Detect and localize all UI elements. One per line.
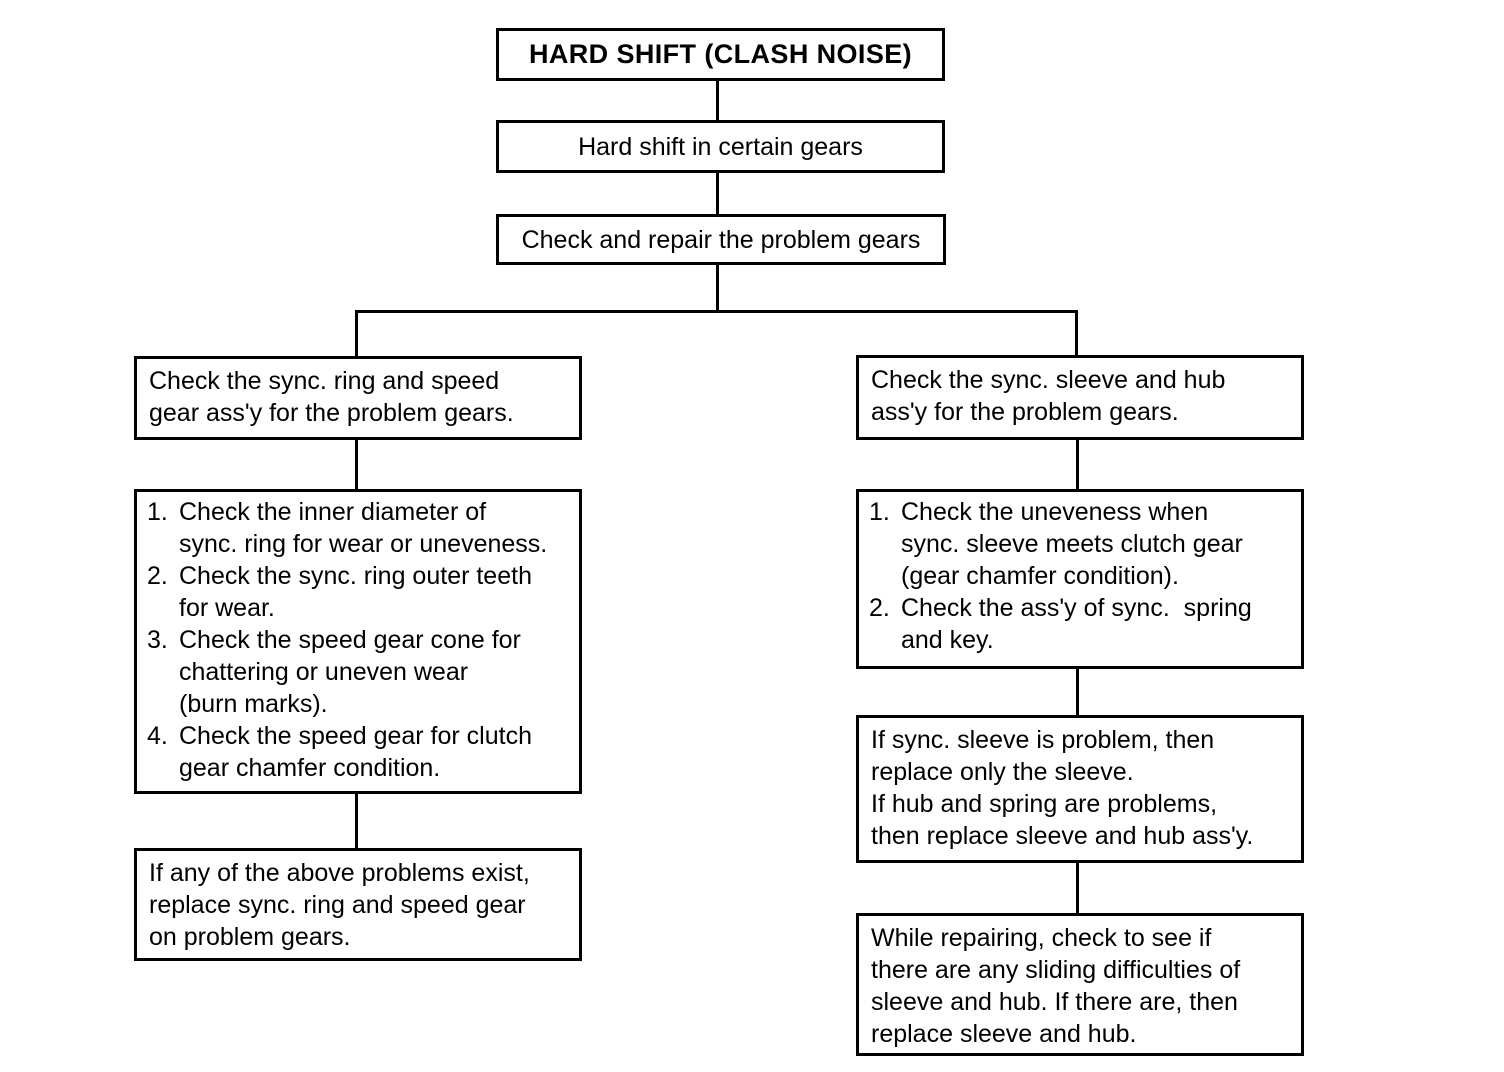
- checklist-item: 1. Check the uneveness when sync. sleeve…: [869, 496, 1293, 592]
- action-text: Check and repair the problem gears: [521, 225, 921, 254]
- item-text: Check the inner diameter of sync. ring f…: [179, 498, 548, 558]
- item-number: 2.: [869, 594, 890, 622]
- right-replace-box: If sync. sleeve is problem, then replace…: [856, 715, 1304, 863]
- item-text: Check the uneveness when sync. sleeve me…: [901, 498, 1243, 590]
- connector-left-1: [355, 438, 358, 491]
- right-repair-text: While repairing, check to see if there a…: [871, 924, 1241, 1048]
- right-replace-text: If sync. sleeve is problem, then replace…: [871, 726, 1254, 850]
- node-symptom-box: Hard shift in certain gears: [496, 120, 945, 173]
- checklist-item: 2. Check the sync. ring outer teeth for …: [147, 560, 571, 624]
- connector-split-right-drop: [1075, 310, 1078, 357]
- node-action-box: Check and repair the problem gears: [496, 214, 946, 265]
- left-conclusion-box: If any of the above problems exist, repl…: [134, 848, 582, 961]
- connector-action-split: [716, 263, 719, 313]
- page-title: HARD SHIFT (CLASH NOISE): [528, 39, 913, 69]
- right-header-text: Check the sync. sleeve and hub ass'y for…: [871, 366, 1226, 426]
- left-header-text: Check the sync. ring and speed gear ass'…: [149, 367, 514, 427]
- connector-right-1: [1076, 438, 1079, 491]
- right-header-box: Check the sync. sleeve and hub ass'y for…: [856, 355, 1304, 440]
- item-text: Check the sync. ring outer teeth for wea…: [179, 562, 532, 622]
- left-header-box: Check the sync. ring and speed gear ass'…: [134, 356, 582, 440]
- item-number: 2.: [147, 562, 168, 590]
- connector-left-2: [355, 791, 358, 850]
- connector-right-2: [1076, 666, 1079, 717]
- checklist-item: 1. Check the inner diameter of sync. rin…: [147, 496, 571, 560]
- item-text: Check the ass'y of sync. spring and key.: [901, 594, 1252, 654]
- item-text: Check the speed gear for clutch gear cha…: [179, 722, 532, 782]
- right-repair-box: While repairing, check to see if there a…: [856, 913, 1304, 1056]
- node-title-box: HARD SHIFT (CLASH NOISE): [496, 28, 945, 81]
- connector-title-symptom: [716, 79, 719, 122]
- item-number: 4.: [147, 722, 168, 750]
- left-conclusion-text: If any of the above problems exist, repl…: [149, 859, 530, 951]
- connector-symptom-action: [716, 171, 719, 216]
- connector-split-left-drop: [355, 310, 358, 358]
- checklist-item: 2. Check the ass'y of sync. spring and k…: [869, 592, 1293, 656]
- symptom-text: Hard shift in certain gears: [578, 132, 863, 161]
- connector-right-3: [1076, 861, 1079, 915]
- item-number: 3.: [147, 626, 168, 654]
- connector-split-bar: [355, 310, 1078, 313]
- item-text: Check the speed gear cone for chattering…: [179, 626, 521, 718]
- checklist-item: 4. Check the speed gear for clutch gear …: [147, 720, 571, 784]
- checklist-item: 3. Check the speed gear cone for chatter…: [147, 624, 571, 720]
- item-number: 1.: [147, 498, 168, 526]
- left-checklist-box: 1. Check the inner diameter of sync. rin…: [134, 489, 582, 794]
- item-number: 1.: [869, 498, 890, 526]
- right-checklist-box: 1. Check the uneveness when sync. sleeve…: [856, 489, 1304, 669]
